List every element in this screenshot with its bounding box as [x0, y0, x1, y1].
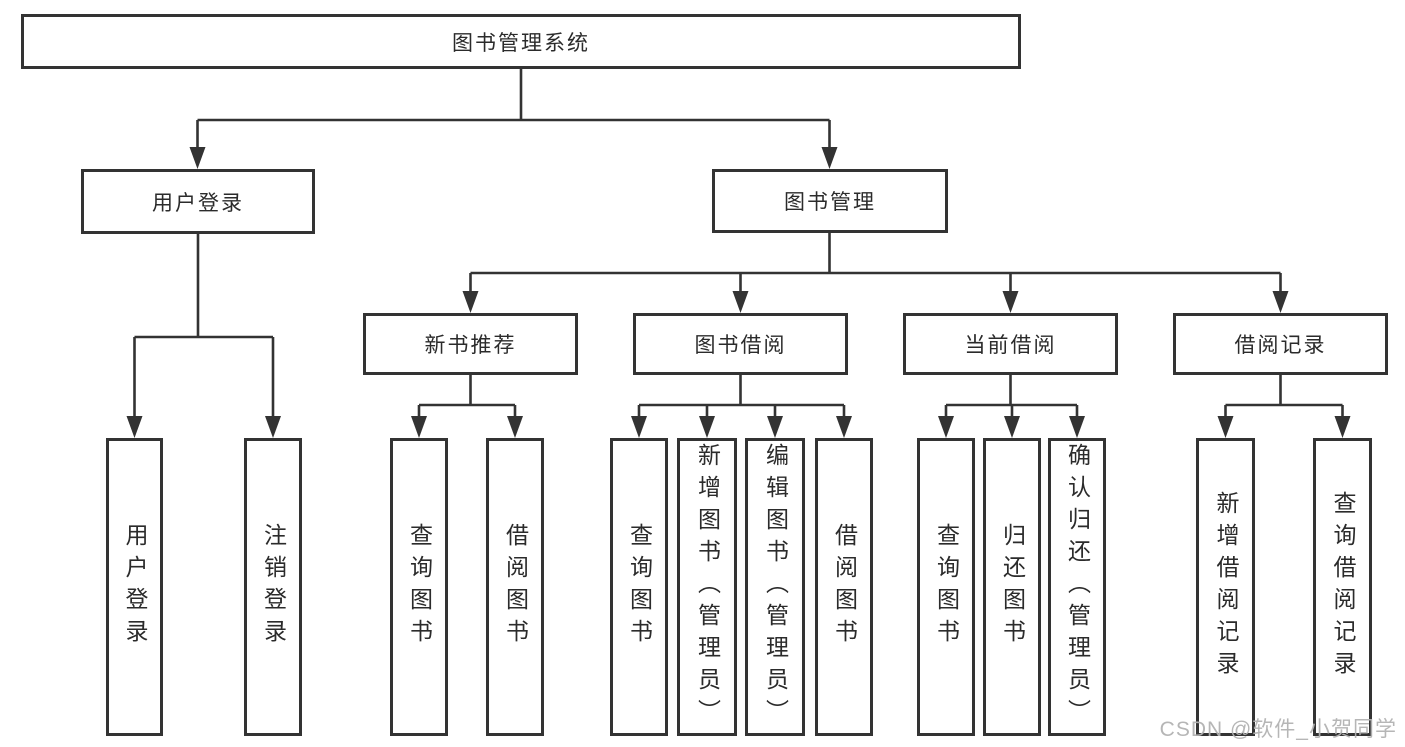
leaf-borrow-add-admin: 新增图书（管理员）: [677, 438, 737, 736]
leaf-current-confirm-admin: 确认归还（管理员）: [1048, 438, 1106, 736]
node-user-login-label: 用户登录: [152, 191, 244, 215]
leaf-current-query-label: 查询图书: [933, 523, 960, 651]
connector-currentborrow-to-leaves: [944, 375, 1079, 419]
leaf-borrow-edit-admin: 编辑图书（管理员）: [745, 438, 805, 736]
node-root: 图书管理系统: [21, 14, 1021, 69]
node-current-borrow-label: 当前借阅: [964, 334, 1057, 357]
node-new-book-recommend: 新书推荐: [363, 313, 578, 375]
leaf-borrow-query-label: 查询图书: [626, 523, 653, 651]
leaf-current-return-label: 归还图书: [999, 523, 1026, 651]
node-current-borrow: 当前借阅: [903, 313, 1118, 375]
leaf-borrow-borrow: 借阅图书: [815, 438, 873, 736]
leaf-current-confirm-admin-label: 确认归还（管理员）: [1064, 443, 1091, 731]
connector-userlogin-to-leaves: [133, 234, 275, 419]
connector-bookmgmt-to-level2: [469, 233, 1282, 294]
node-book-borrow-label: 图书借阅: [694, 334, 787, 357]
node-borrow-records: 借阅记录: [1173, 313, 1388, 375]
node-book-management: 图书管理: [712, 169, 948, 233]
leaf-records-add-label: 新增借阅记录: [1213, 491, 1239, 683]
leaf-borrow-add-admin-label: 新增图书（管理员）: [694, 443, 721, 731]
csdn-watermark: CSDN @软件_小贺同学: [1159, 718, 1397, 741]
node-root-label: 图书管理系统: [452, 31, 590, 55]
leaf-newbooks-borrow: 借阅图书: [486, 438, 544, 736]
connector-bookborrow-to-leaves: [637, 375, 846, 419]
connector-root-to-level1: [196, 69, 831, 150]
leaf-borrow-edit-admin-label: 编辑图书（管理员）: [762, 443, 789, 731]
leaf-current-query: 查询图书: [917, 438, 975, 736]
node-book-management-label: 图书管理: [784, 191, 876, 214]
leaf-newbooks-query: 查询图书: [390, 438, 448, 736]
connector-newbooks-to-leaves: [417, 375, 517, 419]
leaf-records-add: 新增借阅记录: [1196, 438, 1255, 736]
node-new-book-recommend-label: 新书推荐: [424, 334, 517, 357]
leaf-logout: 注销登录: [244, 438, 302, 736]
leaf-newbooks-query-label: 查询图书: [406, 523, 433, 651]
leaf-records-query-label: 查询借阅记录: [1330, 491, 1356, 683]
leaf-user-login: 用户登录: [106, 438, 163, 736]
node-borrow-records-label: 借阅记录: [1234, 334, 1327, 357]
leaf-user-login-label: 用户登录: [122, 523, 148, 651]
node-user-login: 用户登录: [81, 169, 315, 234]
leaf-borrow-borrow-label: 借阅图书: [831, 523, 858, 651]
leaf-records-query: 查询借阅记录: [1313, 438, 1372, 736]
leaf-logout-label: 注销登录: [260, 523, 287, 651]
leaf-current-return: 归还图书: [983, 438, 1041, 736]
connector-records-to-leaves: [1224, 375, 1344, 419]
leaf-newbooks-borrow-label: 借阅图书: [502, 523, 529, 651]
leaf-borrow-query: 查询图书: [610, 438, 668, 736]
node-book-borrow: 图书借阅: [633, 313, 848, 375]
